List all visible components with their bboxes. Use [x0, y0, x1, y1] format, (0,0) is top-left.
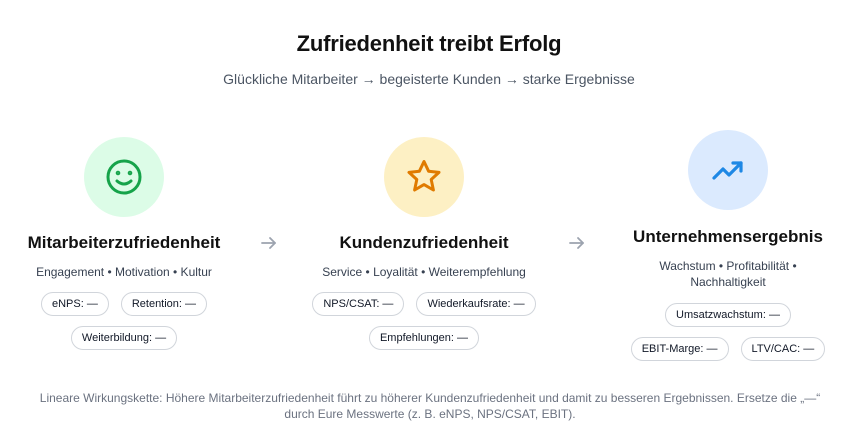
page-subtitle: Glückliche Mitarbeiter → begeisterte Kun… — [223, 71, 635, 87]
stage-business-result: Unternehmensergebnis Wachstum • Profitab… — [616, 130, 840, 361]
metric-chip: NPS/CSAT: — — [312, 292, 405, 316]
metric-chip: Umsatzwachstum: — — [665, 303, 791, 327]
stage-description: Service • Loyalität • Weiterempfehlung — [322, 265, 526, 279]
metric-chip: Weiterbildung: — — [70, 326, 178, 350]
stage-description: Wachstum • Profitabilität • Nachhaltigke… — [659, 259, 797, 289]
stage-description: Engagement • Motivation • Kultur — [36, 265, 212, 279]
metric-chip: EBIT-Marge: — — [630, 337, 729, 361]
arrow-right-icon — [566, 232, 588, 254]
metric-chip: Retention: — — [120, 292, 208, 316]
stage-title: Kundenzufriedenheit — [339, 233, 509, 252]
metric-chip: LTV/CAC: — — [740, 337, 826, 361]
metric-chip: Wiederkaufsrate: — — [416, 292, 536, 316]
metric-chips: NPS/CSAT: — Wiederkaufsrate: — Empfehlun… — [312, 292, 536, 350]
footer-note: Lineare Wirkungskette: Höhere Mitarbeite… — [39, 391, 821, 421]
metric-chips: Umsatzwachstum: — EBIT-Marge: — LTV/CAC:… — [616, 303, 840, 361]
metric-chip: Empfehlungen: — — [368, 326, 480, 350]
metric-chip: eNPS: — — [40, 292, 109, 316]
star-icon — [407, 160, 441, 192]
stage-title: Unternehmensergebnis — [633, 227, 823, 246]
trending-up-icon — [712, 161, 743, 180]
metric-chips: eNPS: — Retention: — Weiterbildung: — — [14, 292, 234, 350]
stage-title: Mitarbeiterzufriedenheit — [27, 233, 221, 252]
smiley-face-icon — [106, 159, 142, 195]
icon-circle — [384, 137, 464, 217]
stage-customer-satisfaction: Kundenzufriedenheit Service • Loyalität … — [312, 130, 536, 350]
arrow-right-icon — [258, 232, 280, 254]
icon-circle — [84, 137, 164, 217]
stage-employee-satisfaction: Mitarbeiterzufriedenheit Engagement • Mo… — [14, 130, 234, 350]
page-title: Zufriedenheit treibt Erfolg — [296, 31, 562, 56]
icon-circle — [688, 130, 768, 210]
